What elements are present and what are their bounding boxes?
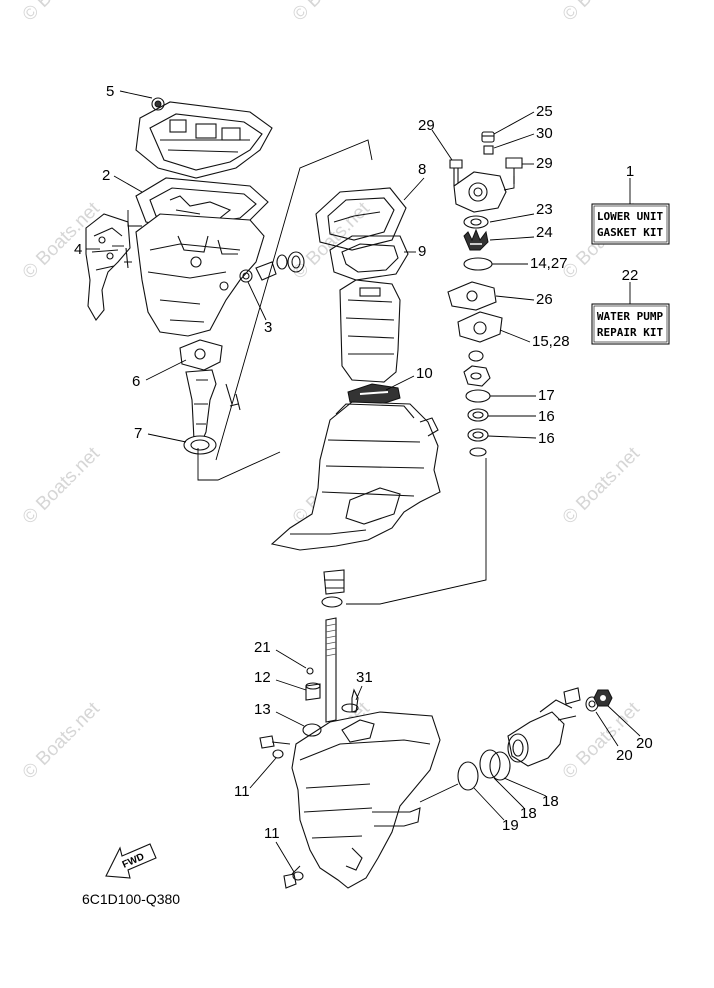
kit-box-line1: WATER PUMP [597, 310, 664, 323]
callout-number: 16 [538, 408, 555, 425]
o-ring-18-part [479, 749, 511, 781]
callout-number: 12 [254, 669, 271, 686]
callout-number: 29 [536, 155, 553, 172]
callout-number: 15,28 [532, 333, 570, 350]
kit-box-water-pump-repair: WATER PUMP REPAIR KIT 22 [591, 267, 670, 345]
watermark: © Boats.net [559, 0, 645, 26]
callout-layer: 5 2 4 3 6 7 29 25 30 29 8 9 23 24 14,27 … [74, 83, 653, 873]
gasket-9-part [329, 235, 409, 281]
drive-shaft-part [325, 617, 337, 723]
washer-part [469, 447, 487, 457]
oil-seal-16b-part [467, 428, 489, 442]
drive-shaft-housing-part [270, 401, 441, 551]
outer-plate-cartridge-part [447, 281, 497, 311]
callout-number: 10 [416, 365, 433, 382]
callout-number: 24 [536, 224, 553, 241]
bushing-12-part [305, 682, 321, 701]
dowel-31-part [351, 688, 359, 713]
callout-number: 18 [520, 805, 537, 822]
o-ring-17-part [465, 389, 491, 403]
kit-box-line2: GASKET KIT [597, 226, 664, 239]
grommet-25-part [481, 131, 495, 143]
oil-seal-16a-part [467, 408, 489, 422]
watermark: © Boats.net [19, 0, 105, 26]
bolt-11a-part [259, 735, 291, 759]
seal-housing-part [463, 365, 491, 387]
grommet-seal-part [239, 251, 305, 283]
callout-number: 31 [356, 669, 373, 686]
callout-number: 9 [418, 243, 426, 260]
exhaust-guide-part [135, 97, 273, 179]
oil-seal-part [183, 435, 217, 455]
callout-number: 21 [254, 639, 271, 656]
callout-number: 25 [536, 103, 553, 120]
collar-30-part [483, 145, 494, 155]
watermark: © Boats.net [289, 198, 375, 284]
kit-box-line1: LOWER UNIT [597, 210, 664, 223]
impeller-part [463, 228, 489, 251]
bolt-11b-part [283, 865, 304, 889]
callout-number: 11 [234, 783, 250, 800]
fwd-arrow: FWD [105, 843, 157, 879]
exhaust-manifold-part [339, 279, 401, 383]
callout-number: 22 [622, 267, 639, 284]
group-bracket-left [112, 139, 373, 481]
bolt-29-part [449, 159, 463, 186]
callout-number: 30 [536, 125, 553, 142]
callout-number: 5 [106, 83, 114, 100]
group-bracket-right [346, 458, 487, 605]
gearcase-part [291, 703, 441, 889]
callout-number: 17 [538, 387, 555, 404]
watermark: © Boats.net [559, 698, 645, 784]
plate-part [179, 339, 241, 447]
gasket-8-part [315, 187, 407, 251]
o-ring-14-27-part [463, 257, 493, 271]
callout-number: 13 [254, 701, 271, 718]
shaft-axis-line [419, 783, 459, 803]
upper-casing-part [135, 213, 265, 337]
callout-number: 23 [536, 201, 553, 218]
callout-number: 7 [134, 425, 142, 442]
callout-number: 1 [626, 163, 634, 180]
callout-number: 19 [502, 817, 519, 834]
callout-number: 11 [264, 825, 280, 842]
watermark: © Boats.net [19, 698, 105, 784]
o-ring-13-part [302, 723, 322, 737]
callout-number: 26 [536, 291, 553, 308]
callout-number: 3 [264, 319, 272, 336]
side-bracket-part [85, 213, 132, 321]
callout-number: 18 [542, 793, 559, 810]
callout-number: 29 [418, 117, 435, 134]
watermark: © Boats.net [289, 0, 375, 26]
callout-number: 14,27 [530, 255, 568, 272]
collar-part [468, 350, 484, 362]
callout-number: 20 [616, 747, 633, 764]
washer-nut-20-part [585, 689, 613, 712]
callout-number: 2 [102, 167, 110, 184]
propeller-shaft-housing-part [507, 687, 581, 767]
water-tube-part [321, 569, 345, 608]
watermark: © Boats.net [19, 443, 105, 529]
pump-housing-part [453, 171, 515, 213]
callout-number: 6 [132, 373, 140, 390]
diagram-code: 6C1D100-Q380 [82, 891, 180, 907]
gasket-15-28-part [457, 311, 503, 343]
kit-box-lower-unit-gasket: LOWER UNIT GASKET KIT 1 [591, 163, 670, 245]
callout-number: 4 [74, 241, 82, 258]
callout-number: 20 [636, 735, 653, 752]
callout-number: 16 [538, 430, 555, 447]
kit-box-line2: REPAIR KIT [597, 326, 664, 339]
callout-number: 8 [418, 161, 426, 178]
pin-21-part [306, 667, 314, 675]
watermark: © Boats.net [559, 443, 645, 529]
o-ring-19-part [457, 761, 479, 791]
cartridge-insert-part [463, 215, 489, 229]
